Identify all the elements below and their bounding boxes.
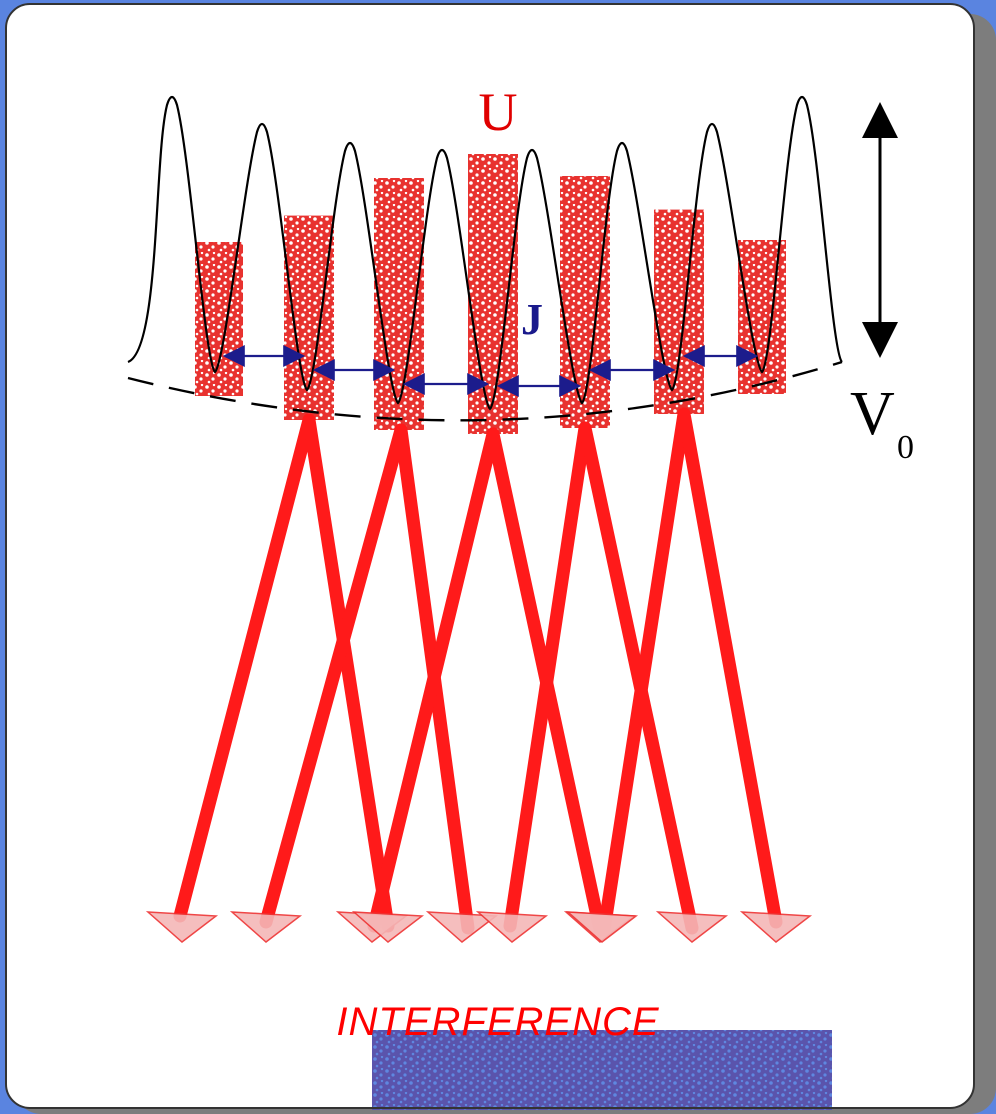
lattice-site-3 <box>374 178 424 430</box>
trap-envelope-line <box>127 360 843 422</box>
lattice-site-4 <box>468 154 518 434</box>
beam-tip-icon <box>739 911 813 943</box>
beam-tip-icon <box>229 911 303 943</box>
lattice-site-6 <box>654 209 704 414</box>
beam-tip-icon <box>351 911 425 943</box>
beam-line <box>677 407 783 929</box>
beam-tip-icon <box>565 911 639 943</box>
interference-image-texture <box>372 1030 832 1110</box>
beam-line <box>503 421 592 933</box>
lattice-depth-label: V <box>850 380 895 448</box>
potential-curve <box>127 95 843 422</box>
beam-line <box>302 413 395 933</box>
expanding-beams <box>145 407 813 943</box>
lattice-site-2 <box>284 215 334 420</box>
onsite-interaction-label: U <box>479 82 518 142</box>
tunneling-arrows <box>222 345 759 397</box>
beam-line <box>597 407 691 937</box>
beam-tip-icon <box>425 911 499 943</box>
potential-curve-line <box>127 95 843 411</box>
beam-tip-icon <box>475 911 549 943</box>
beam-tip-icon <box>145 911 219 943</box>
beam-tip-icon <box>655 911 729 943</box>
lattice-depth-subscript: 0 <box>897 429 914 466</box>
interference-label: INTERFERENCE <box>336 1000 660 1044</box>
tunneling-label: J <box>521 295 543 344</box>
beam-line <box>173 413 316 923</box>
beam-line <box>259 423 408 929</box>
beam-line <box>367 427 500 933</box>
